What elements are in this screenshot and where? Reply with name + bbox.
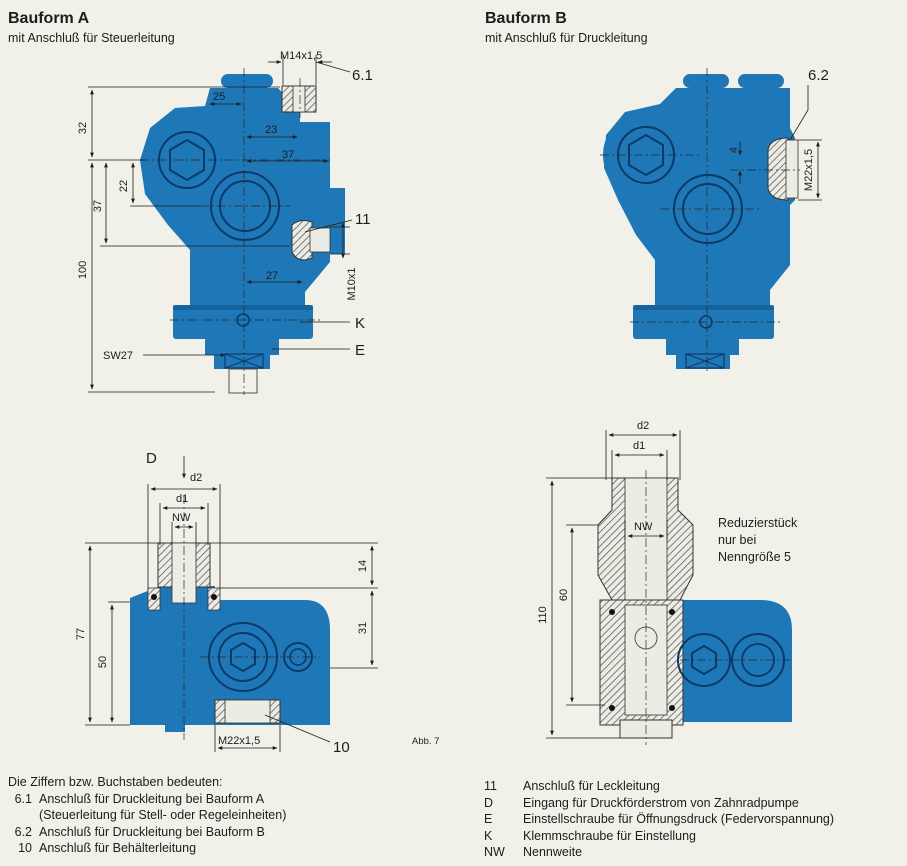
label-d: D	[146, 450, 157, 467]
legend-text: Anschluß für Druckleitung bei Bauform A	[39, 791, 265, 806]
label-11: 11	[355, 211, 371, 228]
dim-nw-d: NW	[634, 521, 653, 533]
subtitle-form-a: mit Anschluß für Steuerleitung	[8, 31, 175, 45]
legend-item: NW Nennweite	[484, 844, 834, 861]
legend-left: Die Ziffern bzw. Buchstaben bedeuten: 6.…	[8, 774, 286, 857]
note-line-1: Reduzierstück	[718, 516, 798, 530]
header-form-b: Bauform B mit Anschluß für Druckleitung	[485, 10, 648, 45]
dim-22: 22	[118, 180, 130, 192]
dim-23: 23	[265, 124, 277, 136]
dim-27: 27	[266, 270, 278, 282]
legend-intro-text: Die Ziffern bzw. Buchstaben bedeuten:	[8, 775, 223, 789]
dim-m10: M10x1	[346, 267, 358, 300]
legend-key: 11	[484, 779, 497, 793]
label-e: E	[355, 342, 365, 359]
valve-body-b	[603, 74, 799, 369]
dim-4: 4	[728, 147, 740, 153]
dim-32: 32	[77, 122, 89, 134]
dim-m22-c: M22x1,5	[218, 735, 260, 747]
title-form-a: Bauform A	[8, 10, 90, 27]
legend-key: 10	[18, 841, 32, 856]
dim-d1-d: d1	[633, 440, 645, 452]
valve-body-c	[130, 542, 330, 732]
legend-key: NW	[484, 845, 505, 860]
dim-31: 31	[357, 622, 369, 634]
dim-100: 100	[77, 261, 89, 279]
dim-m22-b: M22x1,5	[803, 149, 815, 191]
legend-intro: Die Ziffern bzw. Buchstaben bedeuten:	[8, 774, 286, 791]
note-line-2: nur bei	[718, 533, 756, 547]
figure-label: Abb. 7	[412, 736, 439, 747]
dim-14: 14	[357, 560, 369, 572]
view-bauform-a: M14x1,5 6.1 32 25 23 37 37 22 100 11 27 …	[77, 50, 373, 395]
view-bauform-b: 6.2 4 M22x1,5	[600, 67, 829, 372]
legend-item: (Steuerleitung für Stell- oder Regeleinh…	[8, 807, 286, 824]
valve-body-a	[140, 74, 345, 394]
dim-110: 110	[537, 606, 549, 624]
legend-key: D	[484, 795, 494, 810]
legend-item: 6.1 Anschluß für Druckleitung bei Bauform…	[8, 791, 286, 808]
title-form-b: Bauform B	[485, 10, 567, 27]
legend-text: Anschluß für Leckleitung	[523, 779, 660, 793]
legend-right: 11 Anschluß für Leckleitung D Eingang für …	[484, 778, 834, 861]
label-k: K	[355, 315, 365, 332]
legend-text: Anschluß für Behälterleitung	[39, 841, 197, 856]
label-6-2: 6.2	[808, 67, 829, 84]
legend-text: Klemmschraube für Einstellung	[523, 828, 696, 843]
dim-77: 77	[75, 628, 87, 640]
dim-sw27: SW27	[103, 350, 133, 362]
legend-text: Einstellschraube für Öffnungsdruck (Fede…	[523, 812, 835, 827]
label-10: 10	[333, 739, 350, 756]
note-line-3: Nenngröße 5	[718, 550, 791, 564]
legend-key: 6.1	[14, 791, 32, 806]
legend-key: E	[484, 812, 493, 827]
dim-m14: M14x1,5	[280, 50, 322, 62]
dim-nw-c: NW	[172, 512, 191, 524]
view-section-b: d2 d1 NW 60 110 Reduzierstück nur bei Ne…	[537, 420, 798, 745]
legend-text: Eingang für Druckförderstrom von Zahnrad…	[523, 795, 799, 810]
dim-37-h: 37	[282, 149, 294, 161]
dim-d1-c: d1	[176, 493, 188, 505]
legend-item: 11 Anschluß für Leckleitung	[484, 778, 834, 795]
label-6-1: 6.1	[352, 67, 373, 84]
legend-item: E Einstellschraube für Öffnungsdruck (Fed…	[484, 811, 834, 828]
legend-text: Nennweite	[523, 845, 583, 860]
legend-text: Anschluß für Druckleitung bei Bauform B	[39, 824, 265, 839]
legend-key: 6.2	[14, 824, 32, 839]
view-section-a: D d2 d1 NW 14 31 77 50 M22x1,5 10	[75, 450, 378, 756]
header-form-a: Bauform A mit Anschluß für Steuerleitung	[8, 10, 175, 45]
legend-key: K	[484, 828, 493, 843]
dim-50: 50	[97, 656, 109, 668]
legend-text: (Steuerleitung für Stell- oder Regeleinh…	[39, 808, 287, 823]
legend-key	[8, 807, 39, 824]
legend-item: K Klemmschraube für Einstellung	[484, 828, 834, 845]
dim-d2-c: d2	[190, 472, 202, 484]
dim-25: 25	[213, 91, 225, 103]
dim-37-v: 37	[92, 200, 104, 212]
subtitle-form-b: mit Anschluß für Druckleitung	[485, 31, 648, 45]
dim-60: 60	[558, 589, 570, 601]
dim-d2-d: d2	[637, 420, 649, 432]
legend-item: 6.2 Anschluß für Druckleitung bei Bauform…	[8, 824, 286, 841]
legend-item: D Eingang für Druckförderstrom von Zahnra…	[484, 795, 834, 812]
legend-item: 10 Anschluß für Behälterleitung	[8, 840, 286, 857]
